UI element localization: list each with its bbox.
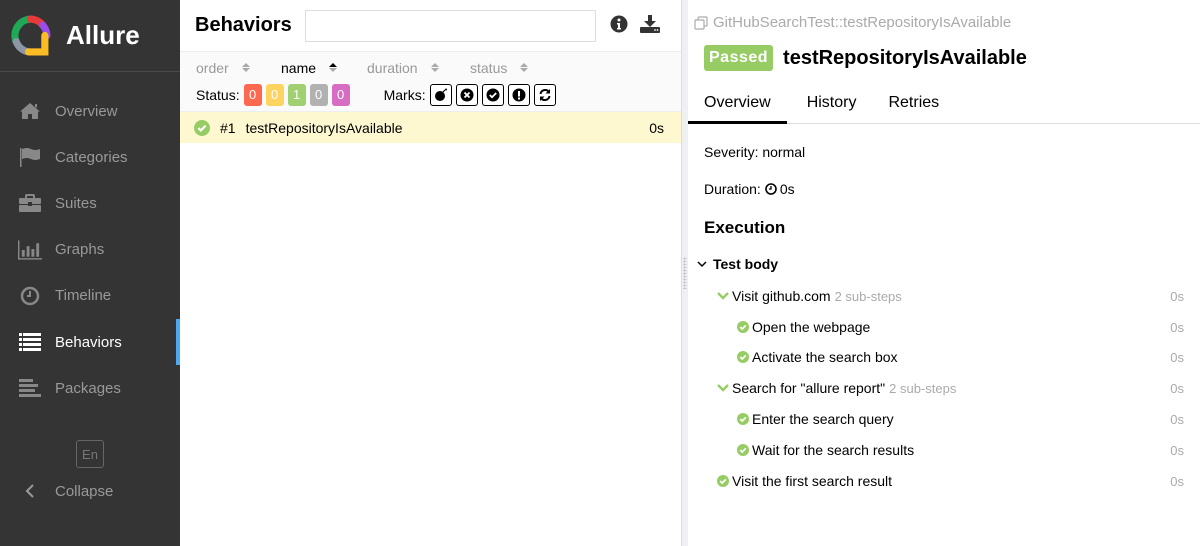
- status-filter-failed[interactable]: 0: [243, 83, 262, 106]
- filter-row: Status: 0 0 1 0 0 Marks:: [180, 79, 681, 110]
- tree-row[interactable]: #1 testRepositoryIsAvailable 0s: [180, 112, 681, 143]
- execution-heading: Execution: [704, 218, 786, 237]
- check-circle-icon: [717, 475, 729, 487]
- tab-overview[interactable]: Overview: [688, 86, 787, 124]
- row-duration: 0s: [649, 119, 664, 136]
- row-name: testRepositoryIsAvailable: [245, 119, 403, 136]
- test-details-pane: GitHubSearchTest::testRepositoryIsAvaila…: [688, 0, 1200, 546]
- bar-chart-icon: [18, 239, 42, 261]
- pane-splitter[interactable]: [682, 0, 688, 546]
- briefcase-icon: [18, 192, 42, 214]
- sort-arrows-icon: [520, 63, 529, 72]
- sidebar-item-graphs[interactable]: Graphs: [0, 227, 180, 273]
- copy-icon[interactable]: [694, 15, 708, 30]
- bomb-icon: [434, 88, 447, 101]
- brand[interactable]: Allure: [0, 0, 180, 72]
- mark-new-failed-button[interactable]: [455, 83, 478, 106]
- allure-logo-icon: [11, 15, 51, 56]
- mark-flaky-button[interactable]: [429, 83, 452, 106]
- passed-status-icon: [194, 119, 210, 136]
- brand-name: Allure: [66, 20, 140, 50]
- home-icon: [18, 100, 42, 122]
- status-filter-passed[interactable]: 1: [287, 83, 306, 106]
- status-filter-unknown[interactable]: 0: [331, 83, 350, 106]
- flag-icon: [18, 146, 42, 168]
- sidebar: Allure Overview Categories Suites: [0, 0, 180, 546]
- sort-by-name[interactable]: name: [281, 60, 367, 76]
- chevron-down-icon: [697, 260, 707, 267]
- collapse-button[interactable]: Collapse: [0, 474, 180, 508]
- search-input[interactable]: [304, 9, 596, 42]
- step-row[interactable]: Open the webpage 0s: [688, 316, 1200, 338]
- sidebar-item-timeline[interactable]: Timeline: [0, 273, 180, 319]
- tab-retries[interactable]: Retries: [888, 94, 940, 111]
- toolbar: order name duration status Status:: [180, 52, 681, 112]
- clock-icon: [765, 183, 777, 195]
- status-badge: Passed: [704, 45, 774, 71]
- check-circle-icon: [737, 444, 749, 456]
- drag-handle-icon: [683, 257, 687, 289]
- align-left-icon: [18, 377, 42, 399]
- check-circle-icon: [737, 321, 749, 333]
- check-circle-icon: [737, 413, 749, 425]
- mark-new-broken-button[interactable]: [507, 83, 530, 106]
- test-title-row: Passed testRepositoryIsAvailable: [704, 45, 1027, 71]
- chevron-left-icon: [18, 480, 42, 502]
- sidebar-item-packages[interactable]: Packages: [0, 365, 180, 411]
- sort-row: order name duration status: [180, 52, 681, 79]
- check-circle-icon: [737, 351, 749, 363]
- mark-retries-button[interactable]: [533, 83, 556, 106]
- sort-by-order[interactable]: order: [196, 60, 281, 76]
- duration-field: Duration: 0s: [704, 181, 795, 197]
- chevron-down-icon: [717, 382, 729, 394]
- sort-arrows-icon: [241, 63, 250, 72]
- clock-icon: [18, 285, 42, 307]
- tab-history[interactable]: History: [806, 94, 857, 111]
- sort-arrows-icon: [430, 63, 439, 72]
- list-icon: [18, 331, 42, 353]
- step-row[interactable]: Activate the search box 0s: [688, 346, 1200, 368]
- row-order: #1: [220, 119, 236, 136]
- status-filter-skipped[interactable]: 0: [309, 83, 328, 106]
- step-row[interactable]: Visit github.com 2 sub-steps 0s: [688, 285, 1200, 307]
- sidebar-nav: Overview Categories Suites Graphs: [0, 72, 180, 411]
- step-row[interactable]: Visit the first search result 0s: [688, 470, 1200, 492]
- info-icon[interactable]: [608, 13, 630, 35]
- behaviors-pane: Behaviors order name duration: [180, 0, 682, 546]
- mark-new-passed-button[interactable]: [481, 83, 504, 106]
- sort-by-duration[interactable]: duration: [367, 60, 470, 76]
- status-filter-broken[interactable]: 0: [265, 83, 284, 106]
- times-circle-icon: [460, 88, 474, 101]
- chevron-down-icon: [717, 290, 729, 302]
- sidebar-item-categories[interactable]: Categories: [0, 134, 180, 180]
- pane-header: Behaviors: [180, 0, 681, 52]
- step-row[interactable]: Wait for the search results 0s: [688, 439, 1200, 461]
- breadcrumb: GitHubSearchTest::testRepositoryIsAvaila…: [694, 14, 1011, 31]
- test-title: testRepositoryIsAvailable: [783, 46, 1027, 69]
- step-row[interactable]: Enter the search query 0s: [688, 408, 1200, 430]
- step-row[interactable]: Search for "allure report" 2 sub-steps 0…: [688, 377, 1200, 399]
- check-circle-icon: [486, 88, 500, 101]
- test-body-toggle[interactable]: Test body: [697, 256, 778, 272]
- sidebar-item-overview[interactable]: Overview: [0, 88, 180, 134]
- exclamation-circle-icon: [512, 88, 526, 101]
- detail-tabs: Overview History Retries: [688, 86, 1200, 124]
- sort-arrows-icon: [329, 63, 338, 72]
- sidebar-item-suites[interactable]: Suites: [0, 180, 180, 226]
- refresh-icon: [539, 88, 551, 101]
- severity-field: Severity: normal: [704, 144, 806, 160]
- sort-by-status[interactable]: status: [470, 60, 529, 76]
- page-title: Behaviors: [195, 14, 292, 36]
- sidebar-item-behaviors[interactable]: Behaviors: [0, 318, 180, 366]
- download-icon[interactable]: [639, 13, 661, 35]
- language-selector[interactable]: En: [76, 440, 104, 468]
